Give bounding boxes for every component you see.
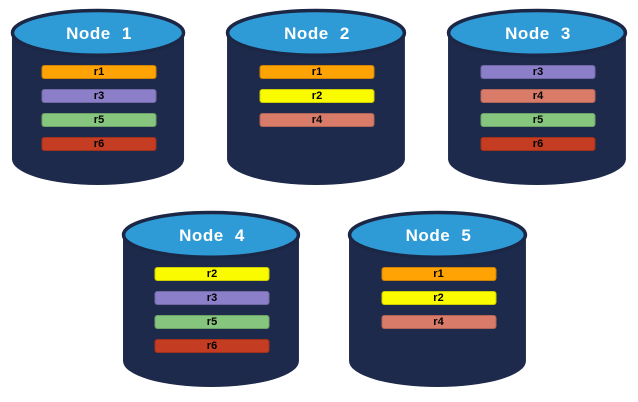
replica-bar-r3: r3 <box>480 65 596 79</box>
node-title: Node 5 <box>405 226 472 245</box>
replica-bar-r4: r4 <box>381 315 496 329</box>
node-5: Node 5 r1 r2 r4 <box>347 210 530 389</box>
replica-bar-r5: r5 <box>480 113 596 127</box>
cylinder-top <box>347 210 528 259</box>
replica-bar-r1: r1 <box>41 65 157 79</box>
replica-bar-r3: r3 <box>154 291 270 305</box>
cylinder-top <box>10 8 186 57</box>
node-1: Node 1 r1 r3 r5 r6 <box>10 8 188 187</box>
replica-bar-r6: r6 <box>154 339 270 353</box>
node-4: Node 4 r2 r3 r5 r6 <box>121 210 303 389</box>
node-2: Node 2 r1 r2 r4 <box>225 8 409 187</box>
replica-bar-r2: r2 <box>381 291 496 305</box>
replica-bar-r4: r4 <box>480 89 596 103</box>
node-3: Node 3 r3 r4 r5 r6 <box>446 8 630 187</box>
node-title: Node 4 <box>179 226 245 245</box>
node-title: Node 3 <box>505 24 571 43</box>
cylinder-top <box>121 210 301 259</box>
node-title: Node 1 <box>66 24 132 43</box>
cylinder-top <box>446 8 628 57</box>
replica-bar-r5: r5 <box>41 113 157 127</box>
replica-bar-r4: r4 <box>259 113 375 127</box>
replica-bar-r6: r6 <box>41 137 157 151</box>
replica-bar-r2: r2 <box>259 89 375 103</box>
replica-bar-r1: r1 <box>259 65 375 79</box>
replica-bar-r2: r2 <box>154 267 270 281</box>
replica-bar-r3: r3 <box>41 89 157 103</box>
cylinder-top <box>225 8 407 57</box>
node-title: Node 2 <box>284 24 350 43</box>
replica-bar-r5: r5 <box>154 315 270 329</box>
replica-bar-r6: r6 <box>480 137 596 151</box>
replica-bar-r1: r1 <box>381 267 496 281</box>
